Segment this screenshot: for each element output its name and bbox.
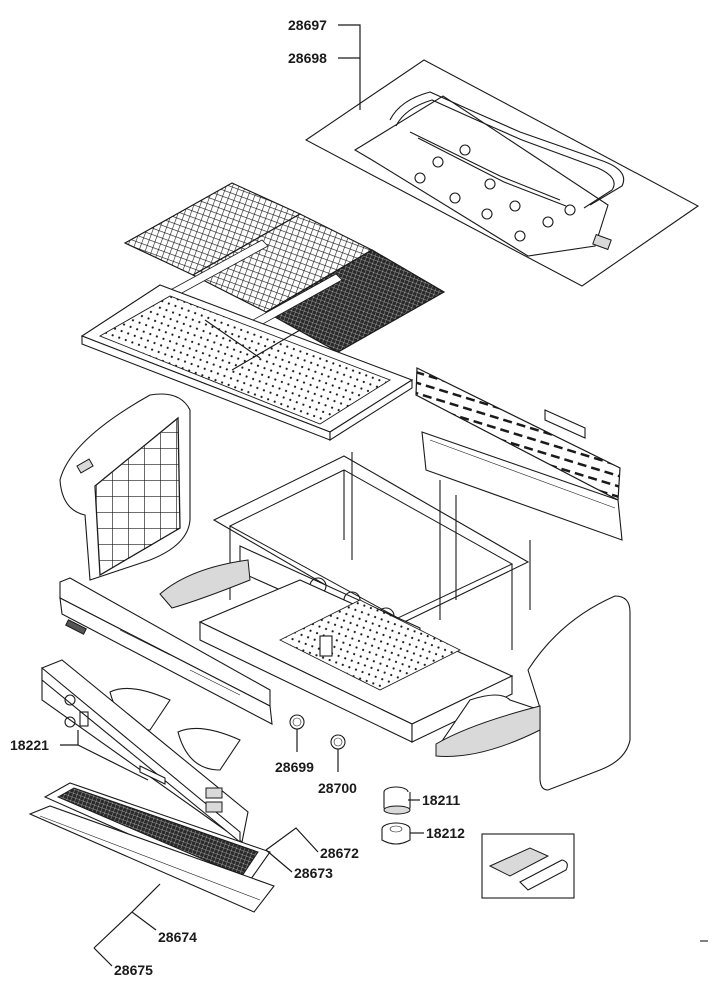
heating-element-panel — [304, 59, 700, 287]
left-grille-panel — [59, 393, 191, 581]
label-18212: 18212 — [426, 825, 465, 841]
label-28697: 28697 — [288, 17, 327, 33]
label-28672: 28672 — [320, 845, 359, 861]
label-18211: 18211 — [422, 792, 460, 808]
base-pan — [198, 579, 514, 743]
front-drip-grate-28672 — [43, 782, 271, 887]
control-panel-18221 — [41, 659, 249, 844]
label-28674: 28674 — [158, 929, 197, 945]
knob-28699 — [289, 714, 305, 730]
right-side-panel — [435, 595, 631, 791]
foot-18211 — [383, 786, 411, 815]
label-28673: 28673 — [294, 865, 333, 881]
foot-18212 — [381, 822, 411, 845]
leader-lines — [60, 24, 424, 967]
drip-cup-right — [177, 727, 241, 771]
inset-detail-box — [481, 833, 575, 899]
label-28675: 28675 — [114, 962, 153, 978]
part-labels: 28697 28698 18221 28699 28700 18211 1821… — [10, 17, 465, 978]
drip-pan-28674 — [28, 805, 275, 913]
rear-louvered-panel — [415, 367, 623, 541]
label-28698: 28698 — [288, 50, 327, 66]
label-28700: 28700 — [318, 780, 357, 796]
perforated-drip-tray — [80, 284, 414, 442]
label-28699: 28699 — [275, 759, 314, 775]
label-18221: 18221 — [10, 737, 49, 753]
front-fascia-panel — [59, 577, 273, 725]
knob-28700 — [330, 734, 346, 750]
left-shelf-bracket — [159, 559, 251, 609]
